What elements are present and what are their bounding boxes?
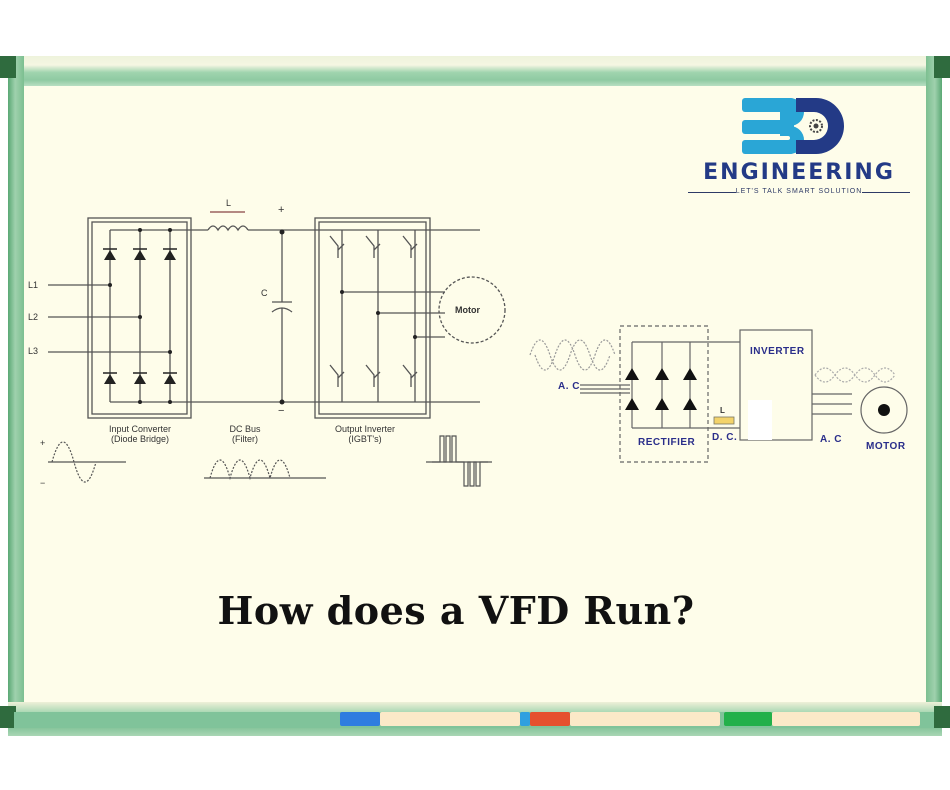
- output-inverter-subtitle: (IGBT's): [348, 434, 382, 444]
- headline: How does a VFD Run?: [217, 588, 695, 633]
- marker-body: [570, 712, 720, 726]
- dc-minus-label: −: [278, 405, 285, 417]
- dc-plus-label: +: [278, 204, 285, 216]
- bd-engineering-logo: ENGINEERING LET'S TALK SMART SOLUTION: [684, 96, 914, 206]
- inductor-label: L: [226, 198, 232, 208]
- rectifier-label: RECTIFIER: [638, 437, 696, 448]
- dc-bus-label: DC Bus (Filter): [210, 424, 280, 444]
- output-inverter-title: Output Inverter: [334, 424, 396, 434]
- inverter-label: INVERTER: [750, 346, 805, 357]
- green-marker: [724, 712, 772, 726]
- marker-body: [772, 712, 920, 726]
- marker-cap: [520, 712, 530, 726]
- logo-divider: [862, 192, 910, 193]
- dc-component-label: L: [720, 406, 726, 415]
- logo-wordmark: ENGINEERING: [703, 160, 895, 185]
- bd-logo-icon: [742, 98, 844, 154]
- motor-label: Motor: [455, 305, 480, 315]
- input-converter-subtitle: (Diode Bridge): [110, 434, 170, 444]
- ac-input-label: A. C: [558, 381, 580, 392]
- dc-bus-subtitle: (Filter): [232, 434, 258, 444]
- dc-bus-title: DC Bus: [229, 424, 261, 434]
- frame-corner: [934, 56, 950, 78]
- ac-output-label: A. C: [820, 434, 842, 445]
- frame-corner: [0, 706, 16, 728]
- waveform-plus: +: [40, 438, 46, 448]
- logo-divider: [688, 192, 736, 193]
- blue-marker: [340, 712, 380, 726]
- input-label-l3: L3: [28, 346, 39, 356]
- input-converter-title: Input Converter: [108, 424, 172, 434]
- dc-label: D. C.: [712, 432, 738, 443]
- input-converter-label: Input Converter (Diode Bridge): [80, 424, 200, 444]
- whiteboard-surface: [22, 84, 928, 704]
- motor-label-right: MOTOR: [866, 441, 906, 452]
- inverter-window: [748, 400, 772, 440]
- input-label-l1: L1: [28, 280, 39, 290]
- frame-top: [8, 56, 942, 86]
- frame-corner: [934, 706, 950, 728]
- frame-right: [926, 56, 942, 736]
- frame-corner: [0, 56, 16, 78]
- capacitor-label: C: [261, 288, 268, 298]
- marker-body: [380, 712, 520, 726]
- waveform-minus: −: [40, 478, 46, 488]
- input-label-l2: L2: [28, 312, 39, 322]
- frame-left: [8, 56, 24, 736]
- output-inverter-label: Output Inverter (IGBT's): [310, 424, 420, 444]
- logo-tagline: LET'S TALK SMART SOLUTION: [735, 188, 863, 195]
- red-marker: [530, 712, 570, 726]
